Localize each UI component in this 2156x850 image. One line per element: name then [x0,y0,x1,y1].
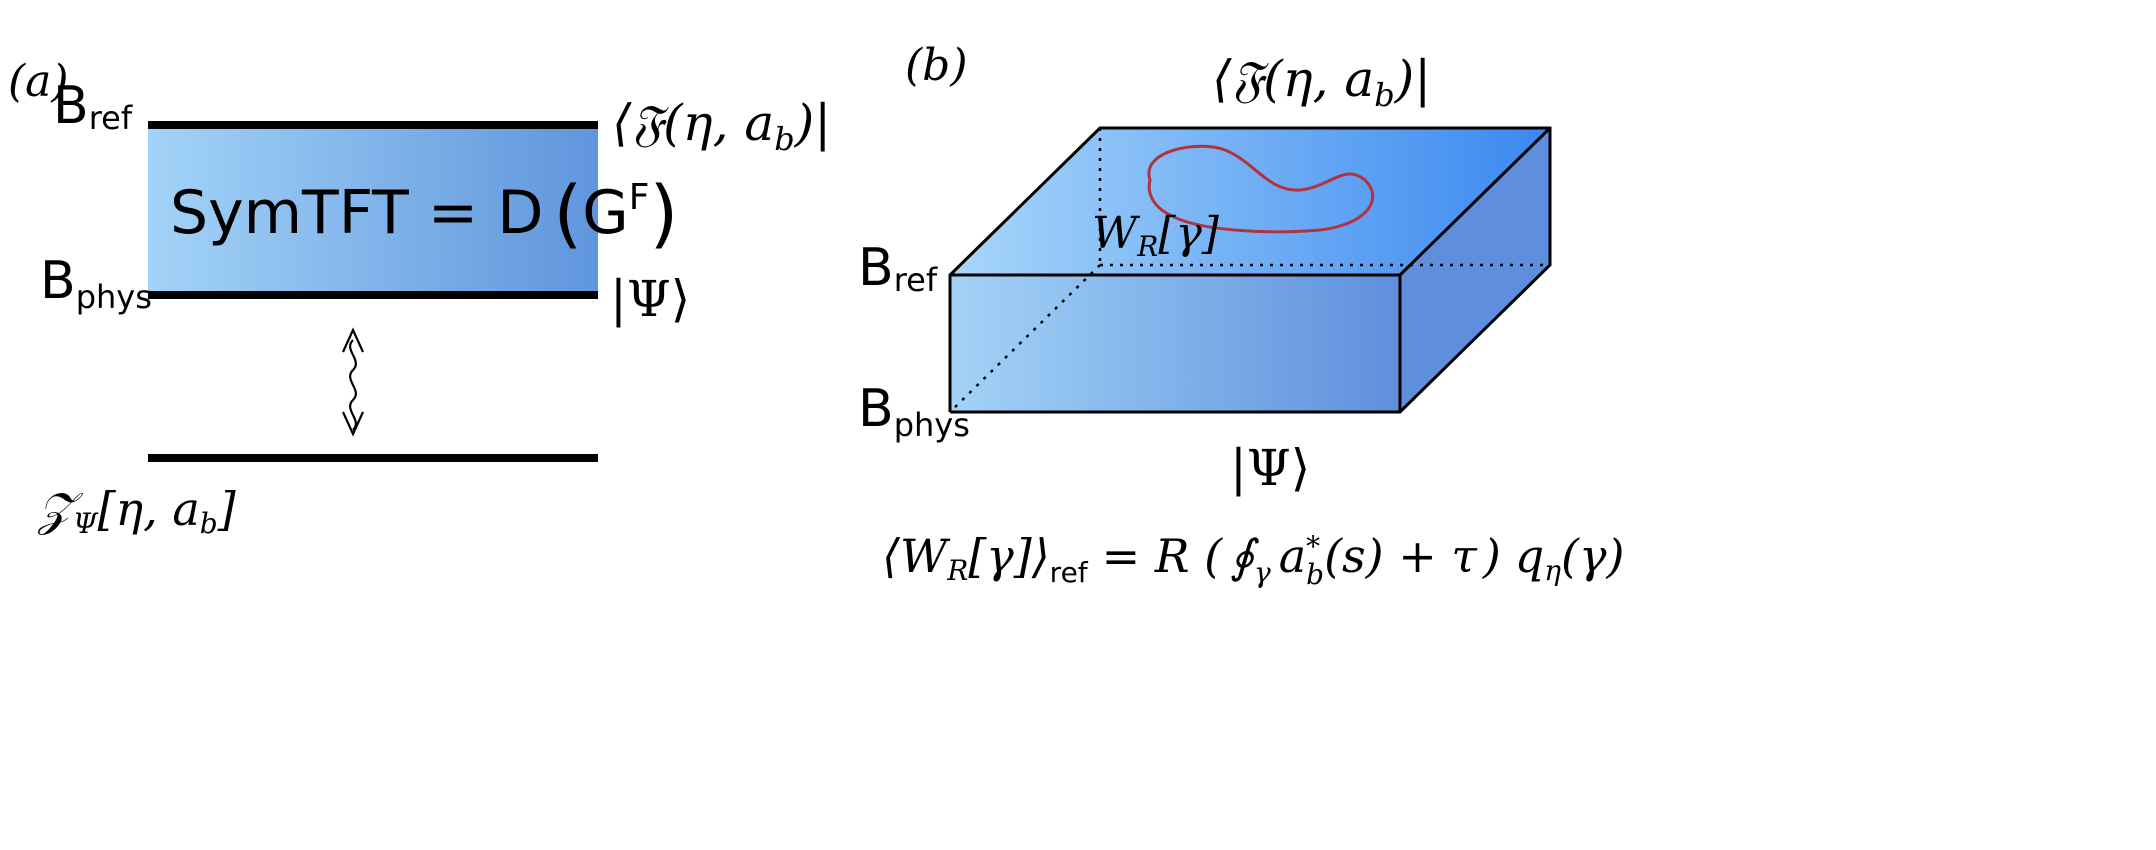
bra-f-end-a: )| [794,94,831,152]
z-sub: Ψ [73,507,99,540]
z-args-end: ] [217,482,236,536]
slab-top-right-edge [1398,126,1552,277]
bra-f-label-b: ⟨𝔉(η, ab)| [1212,50,1431,114]
slab-front-face [950,275,1400,412]
symtft-label: SymTFT = D(GF) [170,171,678,257]
bphys-letter-a: B [40,251,76,311]
bref-label-a: Bref [53,76,133,137]
formula-lhs-arg: [γ]⟩ [968,529,1049,583]
bref-letter-b: B [858,238,894,298]
formula-integral-sub: γ [1254,556,1271,589]
wavy-double-arrow [349,339,357,431]
panel-b: (b) WR[γ] Bref Bphys ⟨𝔉(η, ab)| [858,40,1624,591]
partition-function-label: 𝒵Ψ[η, ab] [37,482,236,540]
formula-eq: = R ( [1102,529,1223,583]
wilson-loop-label: WR[γ] [1092,208,1220,263]
z-args-sub: b [200,507,218,540]
bphys-sub-a: phys [76,278,152,316]
symtft-paren-close: ) [650,171,679,257]
bra-f-end-b: )| [1394,50,1431,108]
bref-sub-a: ref [89,99,133,137]
arrow-head-up [341,327,365,353]
panel-b-label: (b) [905,40,968,91]
wilson-w: W [1092,208,1141,259]
ket-psi-label-a: |Ψ⟩ [610,270,690,328]
bra-f-sub-a: b [774,120,794,158]
bra-f-sub-b: b [1374,76,1394,114]
arrow-head-down [341,411,365,437]
formula-q-arg: (γ) [1561,529,1624,583]
formula-a-sup: * [1306,530,1320,563]
wilson-sub: R [1136,230,1158,263]
ket-psi-label-b: |Ψ⟩ [1230,439,1310,497]
formula-q-sub: η [1544,554,1561,587]
formula-rest: (s) + τ [1324,529,1478,583]
bphys-sub-b: phys [894,406,970,444]
bphys-letter-b: B [858,379,894,439]
symtft-slab [148,125,598,295]
slab-side-face [1400,128,1550,412]
formula-a-sub: b [1306,558,1324,591]
symtft-group-sup: F [629,177,650,218]
formula-a: a [1279,529,1306,583]
z-args: [η, a [98,482,200,536]
bra-f-main-a: ⟨𝔉(η, a [612,94,774,152]
formula-q: q [1515,529,1544,583]
panel-a-label: (a) [8,56,69,107]
bref-sub-b: ref [894,261,938,299]
formula-lhs-sub: R [946,554,968,587]
formula-lhs: ⟨W [882,529,951,583]
bref-letter-a: B [53,76,89,136]
bphys-label-a: Bphys [40,251,152,316]
wilson-arg: [γ] [1158,208,1219,259]
symtft-paren-open: ( [553,171,582,257]
bra-f-label-a: ⟨𝔉(η, ab)| [612,94,831,158]
bref-label-b: Bref [858,238,938,299]
formula-lhs-sub2: ref [1050,556,1089,589]
bphys-label-b: Bphys [858,379,970,444]
bra-f-main-b: ⟨𝔉(η, a [1212,50,1374,108]
symtft-main: SymTFT = D [170,178,543,248]
panel-a: (a) Bref Bphys SymTFT = D(GF) ⟨𝔉(η, ab)|… [8,56,831,540]
formula-close: ) [1482,529,1501,583]
wilson-loop-curve [1147,144,1375,234]
symtft-group: G [582,178,629,248]
